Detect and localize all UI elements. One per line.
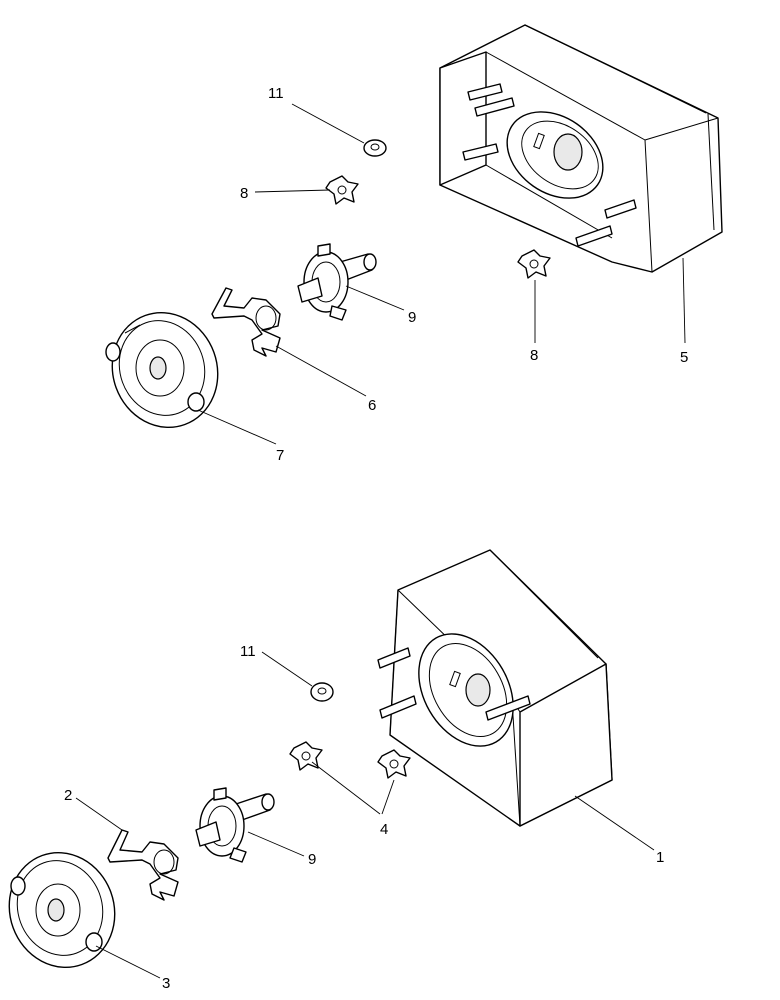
- spring-clip-2: [107, 829, 179, 901]
- callout-3: 3: [162, 975, 170, 992]
- nut-11-bottom: [310, 682, 334, 702]
- callout-5: 5: [680, 349, 688, 366]
- wing-nut-4-right: [377, 749, 411, 779]
- callout-9-bottom: 9: [308, 851, 316, 868]
- lens-3: [8, 851, 116, 969]
- callout-9-top: 9: [408, 309, 416, 326]
- housing-5-studs: [462, 83, 637, 247]
- leader-lines-top: [197, 103, 686, 445]
- callout-7: 7: [276, 447, 284, 464]
- callout-2: 2: [64, 787, 72, 804]
- housing-1-studs: [377, 647, 531, 721]
- callout-4: 4: [380, 821, 388, 838]
- callout-11-top: 11: [268, 85, 284, 102]
- bulb-holder-9-bottom: [195, 787, 275, 863]
- spring-clip-6: [211, 287, 281, 357]
- leader-lines-bottom: [75, 651, 655, 979]
- nut-11-top: [363, 139, 387, 157]
- wing-nut-8-top-left: [325, 175, 359, 205]
- lens-7-top: [105, 311, 219, 429]
- callout-1: 1: [656, 849, 664, 866]
- bulb-holder-9-top: [297, 243, 377, 321]
- callout-11-bottom: 11: [240, 643, 256, 660]
- wing-nut-8-top-right: [517, 249, 551, 279]
- lamp-housing-5: [439, 24, 723, 273]
- callout-8-top-left: 8: [240, 185, 248, 202]
- lamp-housing-1: [389, 549, 613, 827]
- callout-6: 6: [368, 397, 376, 414]
- callout-8-top-right: 8: [530, 347, 538, 364]
